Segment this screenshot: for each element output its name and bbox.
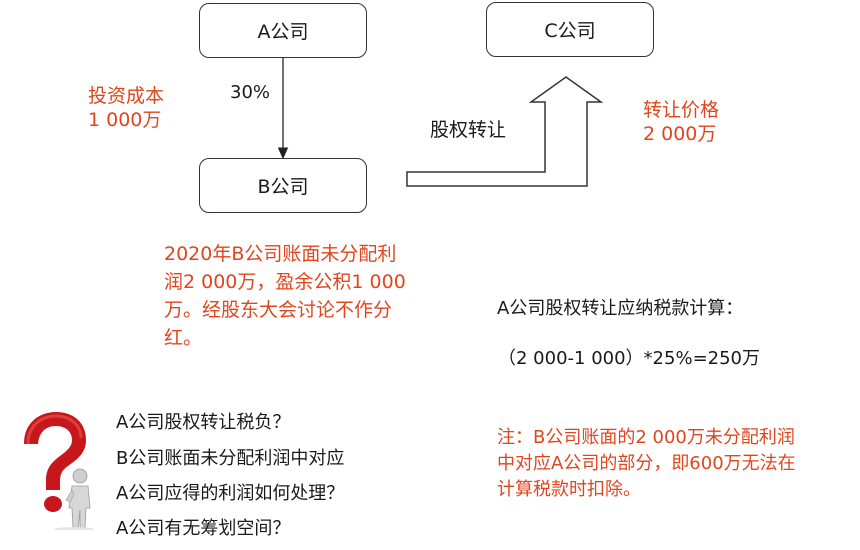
investment-amount: 1 000万: [88, 109, 162, 131]
note-line: 中对应A公司的部分，即600万无法在: [497, 453, 796, 474]
company-a-box: A公司: [199, 3, 367, 58]
company-a-label: A公司: [257, 21, 309, 43]
question-mark-figure-icon: [24, 412, 94, 530]
question-item: A公司股权转让税负？: [116, 412, 291, 433]
note-line: 计算税款时扣除。: [497, 479, 641, 500]
b-note-line: 润2 000万，盈余公积1 000: [164, 271, 406, 293]
company-b-label: B公司: [257, 176, 309, 198]
transfer-price: 转让价格 2 000万: [643, 98, 719, 146]
calc-title: A公司股权转让应纳税款计算：: [497, 298, 744, 319]
note-line: 注：B公司账面的2 000万未分配利润: [497, 427, 795, 448]
investment-title: 投资成本: [88, 85, 165, 107]
transfer-label: 股权转让: [430, 119, 507, 141]
b-note-line: 2020年B公司账面未分配利: [164, 243, 397, 265]
price-title: 转让价格: [643, 99, 720, 121]
company-c-label: C公司: [544, 20, 596, 42]
question-item: A公司应得的利润如何处理？: [116, 483, 345, 504]
company-c-box: C公司: [486, 2, 654, 57]
transfer-bent-arrow: [406, 76, 604, 187]
b-company-note: 2020年B公司账面未分配利 润2 000万，盈余公积1 000 万。经股东大会…: [164, 240, 406, 352]
tax-note: 注：B公司账面的2 000万未分配利润 中对应A公司的部分，即600万无法在 计…: [497, 425, 796, 503]
question-item: A公司有无筹划空间？: [116, 518, 291, 539]
investment-cost: 投资成本 1 000万: [88, 84, 164, 132]
b-note-line: 万。经股东大会讨论不作分: [164, 299, 393, 321]
company-b-box: B公司: [199, 158, 367, 213]
price-amount: 2 000万: [643, 123, 717, 145]
calc-formula: （2 000-1 000）*25%=250万: [498, 348, 761, 369]
b-note-line: 红。: [164, 327, 203, 349]
share-percentage: 30%: [230, 82, 271, 103]
question-item: B公司账面未分配利润中对应: [116, 448, 345, 469]
